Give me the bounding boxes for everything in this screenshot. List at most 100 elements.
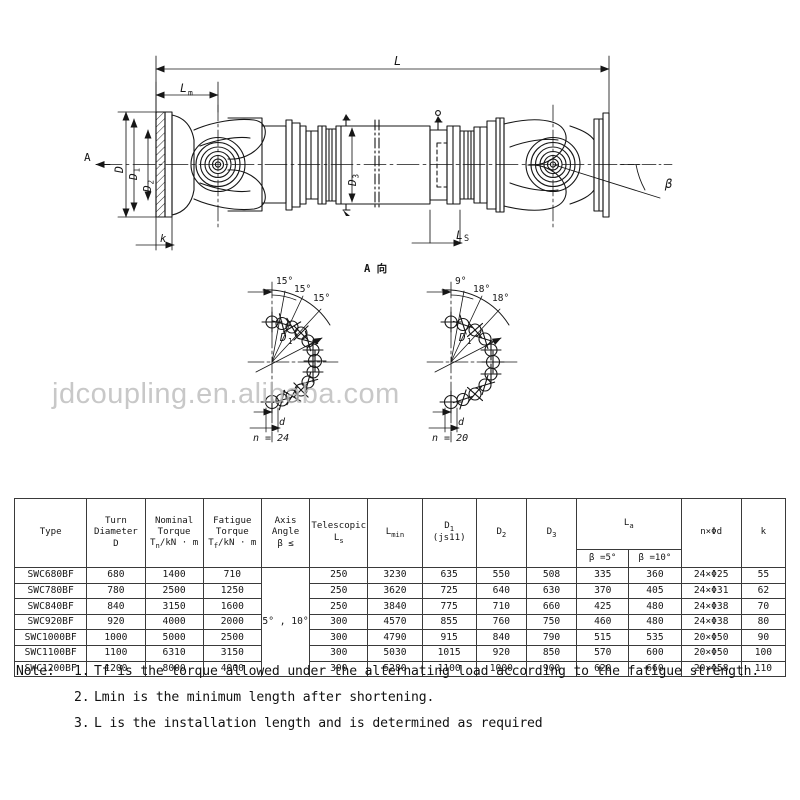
cell-fatigue-torque: 4000 <box>202 660 262 678</box>
th-telescopic-sub: s <box>339 535 344 545</box>
cell-d2: 920 <box>475 644 527 662</box>
cell-la-beta5: 460 <box>576 613 630 631</box>
cell-telescopic: 300 <box>309 629 369 646</box>
label-D2: D 2 <box>141 180 156 193</box>
note-3-text: L is the installation length and is dete… <box>94 716 543 731</box>
table-header-row-2: β =5° β =10° <box>15 549 786 568</box>
cell-k: 80 <box>740 613 787 631</box>
cell-type: SWC1200BF <box>13 660 88 678</box>
bolt-hole-group <box>439 311 505 414</box>
th-fatigue-torque-l2: Torque <box>215 527 249 538</box>
dimension-D <box>117 111 163 218</box>
cell-nominal-torque: 6310 <box>144 644 204 662</box>
cell-lmin: 4570 <box>367 613 423 631</box>
th-fatigue-torque-l1: Fatigue <box>213 515 252 526</box>
th-nominal-torque-sub: n <box>155 541 160 551</box>
cell-nphid: 20×Φ50 <box>680 644 742 662</box>
cell-k: 110 <box>740 660 787 678</box>
th-nominal-torque-unit: /kN · m <box>159 538 199 549</box>
cell-d3: 850 <box>525 644 578 662</box>
spec-table: Type Turn Diameter D Nominal Torque <box>13 498 787 678</box>
svg-text:1: 1 <box>467 337 472 346</box>
bolt-circle-view-right <box>426 281 518 443</box>
th-la-group: La <box>576 498 682 550</box>
right-d-label: d <box>458 417 465 428</box>
th-d1-sym: D <box>444 521 450 532</box>
cell-la-beta5: 370 <box>576 582 630 600</box>
th-k-label: k <box>760 527 767 538</box>
right-D1-label: D 1 <box>458 331 472 346</box>
dimension-Lm <box>155 81 219 113</box>
cell-nominal-torque: 3150 <box>144 598 204 615</box>
svg-text:2: 2 <box>147 180 156 185</box>
cell-telescopic: 300 <box>309 660 369 678</box>
bolt-hole-group <box>260 311 327 414</box>
cell-telescopic: 300 <box>309 613 369 631</box>
th-d2-sym: D <box>496 526 502 537</box>
cell-d2: 640 <box>475 582 527 600</box>
svg-text:L: L <box>180 81 187 95</box>
a-view-title: A 向 <box>364 262 387 275</box>
note-item-2: 2. Lmin is the minimum length after shor… <box>74 690 796 705</box>
cell-lmin: 3620 <box>367 582 423 600</box>
shaft-assembly-outline <box>155 110 610 218</box>
cell-turn-diameter: 920 <box>86 613 146 631</box>
left-angle-2: 15° <box>294 284 311 295</box>
th-nominal-torque-l2: Torque <box>157 527 191 538</box>
cell-k: 90 <box>740 629 787 646</box>
cell-fatigue-torque: 710 <box>202 567 262 584</box>
dimension-L <box>155 55 610 114</box>
label-Ls: L S <box>456 228 469 244</box>
cell-lmin: 3230 <box>367 567 423 584</box>
cell-la-beta10: 405 <box>628 582 682 600</box>
note-item-1: Note: 1. Tf is the torque allowed under … <box>16 664 796 679</box>
cell-la-beta5: 335 <box>576 567 630 584</box>
cell-type: SWC680BF <box>13 567 88 584</box>
left-n-count: n = 24 <box>253 433 289 444</box>
cell-fatigue-torque: 1250 <box>202 582 262 600</box>
cell-nphid: 24×Φ38 <box>680 598 742 615</box>
th-la-beta5: β =5° <box>576 549 630 568</box>
th-turn-diameter-l1: Turn <box>104 515 127 526</box>
th-la-beta10: β =10° <box>628 549 682 568</box>
label-D1: D 1 <box>127 168 142 181</box>
cell-type: SWC780BF <box>13 582 88 600</box>
spec-table-container: Type Turn Diameter D Nominal Torque <box>13 498 787 678</box>
bolt-circle-view-left <box>247 281 339 443</box>
svg-text:D: D <box>458 331 466 344</box>
svg-text:D: D <box>279 331 287 344</box>
cell-la-beta5: 425 <box>576 598 630 615</box>
cell-d2: 760 <box>475 613 527 631</box>
cell-la-beta10: 360 <box>628 567 682 584</box>
left-D1-label: D 1 <box>279 331 293 346</box>
th-la-sym: L <box>623 517 630 528</box>
cell-nominal-torque: 2500 <box>144 582 204 600</box>
label-beta: β <box>664 177 673 191</box>
cell-la-beta5: 570 <box>576 644 630 662</box>
notes-block: Note: 1. Tf is the torque allowed under … <box>16 664 796 742</box>
th-la-sub: a <box>629 520 634 530</box>
left-angle-3: 15° <box>313 293 330 304</box>
th-fatigue-torque-sym: T <box>208 538 214 549</box>
note-1-num: 1. <box>74 664 90 679</box>
dimension-Ls <box>411 209 463 247</box>
cell-turn-diameter: 680 <box>86 567 146 584</box>
cell-d3: 750 <box>525 613 578 631</box>
cell-type: SWC920BF <box>13 613 88 631</box>
cell-d1: 915 <box>421 629 477 646</box>
label-L: L <box>394 54 401 68</box>
th-k: k <box>740 498 787 568</box>
th-d3-sub: 3 <box>552 529 557 539</box>
cell-turn-diameter: 780 <box>86 582 146 600</box>
cell-d2: 550 <box>475 567 527 584</box>
table-header-row-1: Type Turn Diameter D Nominal Torque <box>13 498 787 568</box>
svg-text:3: 3 <box>352 174 361 179</box>
cell-k: 70 <box>740 598 787 615</box>
note-2-num: 2. <box>74 690 90 705</box>
label-k: k <box>160 233 167 245</box>
